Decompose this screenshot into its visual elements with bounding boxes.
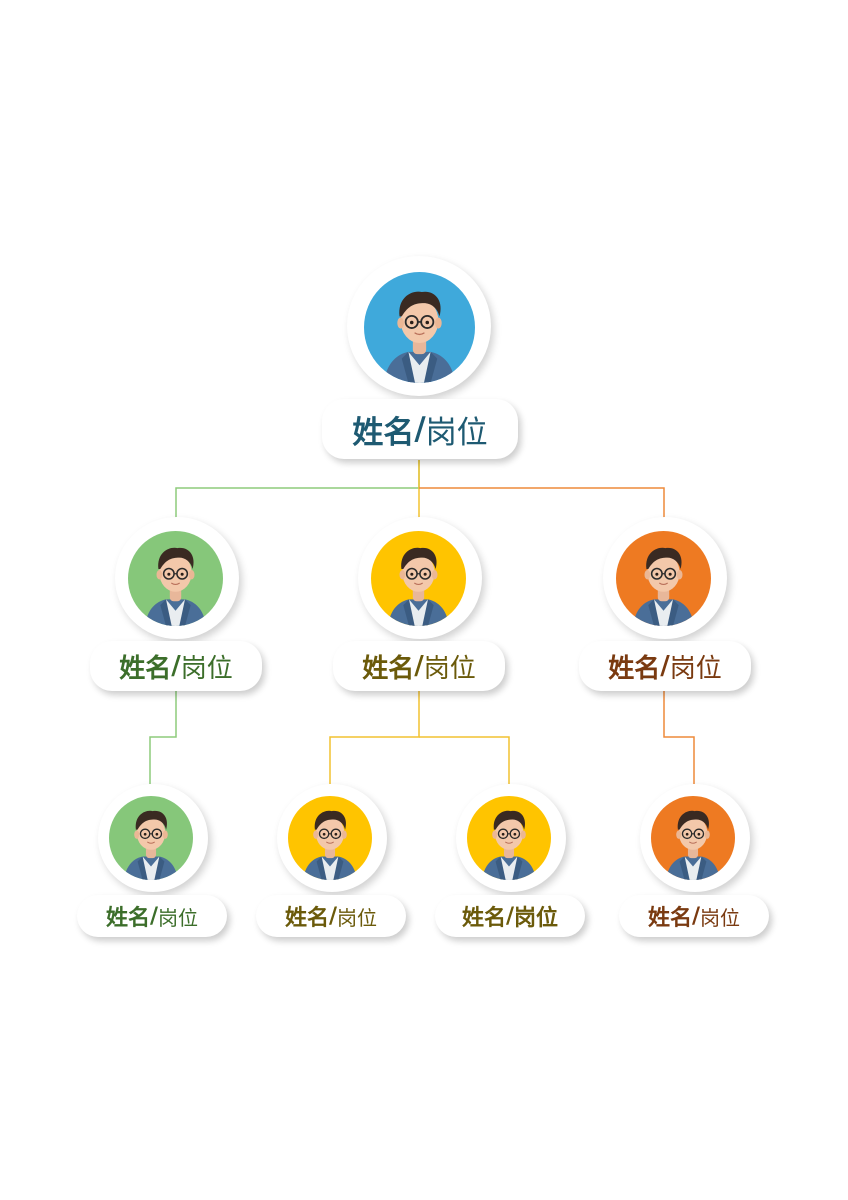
slash-text: / — [414, 411, 426, 447]
avatar — [288, 796, 372, 880]
post-text: 岗位 — [425, 414, 488, 451]
name-label: 姓名/岗位 — [77, 895, 227, 937]
avatar — [371, 531, 466, 626]
name-label: 姓名/岗位 — [435, 895, 585, 937]
name-label: 姓名/岗位 — [333, 641, 505, 691]
person-icon — [288, 796, 372, 880]
person-icon — [651, 796, 735, 880]
person-icon — [371, 531, 466, 626]
name-label: 姓名/岗位 — [90, 641, 262, 691]
name-text: 姓名 — [284, 906, 329, 931]
post-text: 岗位 — [669, 653, 722, 684]
post-text: 岗位 — [180, 653, 233, 684]
name-label: 姓名/岗位 — [579, 641, 751, 691]
avatar — [616, 531, 711, 626]
avatar — [364, 272, 475, 383]
post-text: 岗位 — [423, 653, 476, 684]
name-label: 姓名/岗位 — [256, 895, 406, 937]
post-text: 岗位 — [700, 905, 741, 930]
post-text: 岗位 — [158, 905, 199, 930]
person-icon — [616, 531, 711, 626]
name-text: 姓名 — [461, 906, 506, 931]
connector-right-child — [663, 690, 695, 784]
slash-text: / — [660, 651, 670, 681]
name-text: 姓名 — [608, 653, 661, 684]
name-label: 姓名/岗位 — [322, 399, 518, 459]
name-text: 姓名 — [105, 906, 150, 931]
slash-text: / — [505, 903, 515, 929]
slash-text: / — [691, 903, 701, 929]
person-icon — [364, 272, 475, 383]
person-icon — [109, 796, 193, 880]
avatar — [651, 796, 735, 880]
connector-mid-children-2 — [419, 736, 510, 784]
name-label: 姓名/岗位 — [619, 895, 769, 937]
name-text: 姓名 — [647, 906, 692, 931]
avatar — [128, 531, 223, 626]
name-text: 姓名 — [119, 653, 172, 684]
post-text: 岗位 — [337, 905, 378, 930]
avatar — [467, 796, 551, 880]
avatar — [109, 796, 193, 880]
post-text: 岗位 — [514, 906, 559, 931]
person-icon — [467, 796, 551, 880]
slash-text: / — [149, 903, 159, 929]
slash-text: / — [171, 651, 181, 681]
connector-root-right — [419, 487, 665, 520]
name-text: 姓名 — [362, 653, 415, 684]
person-icon — [128, 531, 223, 626]
slash-text: / — [328, 903, 338, 929]
name-text: 姓名 — [352, 414, 415, 451]
slash-text: / — [414, 651, 424, 681]
connector-root-left — [175, 460, 420, 520]
connector-mid-children — [329, 690, 420, 784]
connector-left-child — [149, 690, 177, 784]
